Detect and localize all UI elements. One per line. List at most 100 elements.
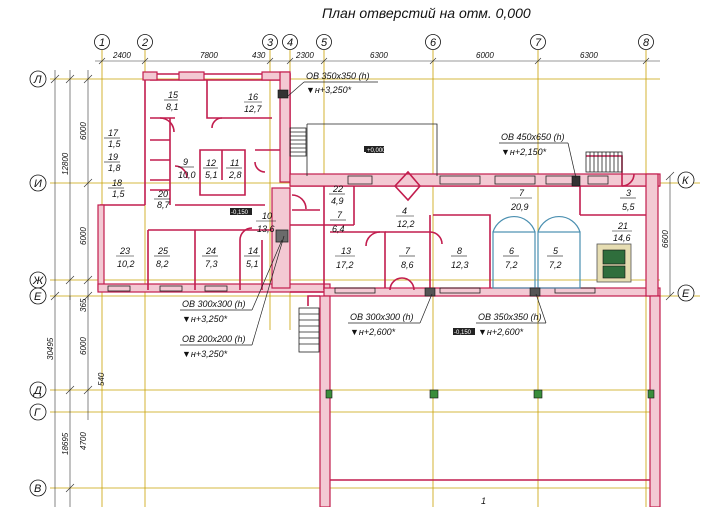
room-area: 2,8 [228,170,242,180]
dimension-text: 7800 [200,51,218,60]
room-number: 5 [553,246,559,256]
room-area: 12,3 [451,260,469,270]
room-number: 15 [168,90,179,100]
room-area: 5,5 [622,202,636,212]
door-swings [159,117,635,291]
level-mark: +0,000 [367,148,386,154]
room-area: 10,0 [178,170,196,180]
opening-elevation: ▼н+3,250* [182,349,228,359]
room-number: 7 [337,210,343,220]
vertical-grid-lines [101,50,647,507]
dimension-text: 6600 [661,230,670,248]
opening-elevation: ▼н+3,250* [182,314,228,324]
opening-callouts: ОВ 350х350 (h) ▼н+3,250* ОВ 450х650 (h) … [180,71,577,359]
room-area: 1,5 [112,189,126,199]
axis-bubbles-right: К Е [677,171,695,302]
room-number: 17 [108,128,119,138]
room-area: 7,2 [549,260,562,270]
room-area: 14,6 [613,233,631,243]
level-mark: -0,150 [454,330,472,336]
room-labels: 15 8,1 16 12,7 17 1,5 19 1,8 18 1,5 9 10… [104,90,636,506]
axis-label: Е [34,291,42,303]
axis-label: 4 [287,37,293,49]
room-number: 3 [626,188,631,198]
windows [107,175,609,294]
room-area: 8,6 [401,260,414,270]
room-number: 23 [119,246,130,256]
axis-label: 7 [535,37,542,49]
opening-label: ОВ 300х300 (h) [182,299,246,309]
opening-label: ОВ 350х350 (h) [478,312,542,322]
axis-label: 2 [141,37,148,49]
room-area: 8,2 [156,259,169,269]
dimension-text: 6300 [370,51,388,60]
room-area: 13,6 [257,224,275,234]
dimension-text: 6300 [580,51,598,60]
axis-label: И [34,178,42,190]
level-marks: +0,000 -0,150 -0,150 [230,146,475,336]
room-number: 13 [341,246,351,256]
drawing-title: План отверстий на отм. 0,000 [322,5,531,21]
room-number: 11 [230,158,239,168]
level-mark: -0,150 [231,210,249,216]
opening-label: ОВ 300х300 (h) [350,312,414,322]
dimension-lines-left: 6000 12800 6000 365 6000 30495 4700 1869… [46,70,106,507]
axis-label: Д [32,385,42,397]
dimension-text: 430 [252,51,266,60]
room-number: 16 [248,92,258,102]
dimension-text: 30495 [46,337,55,360]
room-number: 25 [157,246,169,256]
room-number: 20 [157,189,168,199]
axis-label: 5 [321,37,328,49]
room-area: 1,5 [108,139,122,149]
room-area: 8,1 [166,102,179,112]
room-area: 20,9 [510,202,529,212]
room-area: 17,2 [336,260,354,270]
room-number: 24 [205,246,216,256]
room-area: 12,2 [397,219,415,229]
building-walls [97,71,661,507]
room-number: 18 [112,178,122,188]
axis-label: Ж [32,275,44,287]
room-number: 1 [481,496,486,506]
axis-label: 6 [430,37,437,49]
room-number: 8 [457,246,462,256]
axis-label: К [682,175,689,187]
dimension-text: 2400 [112,51,131,60]
room-number: 19 [108,152,118,162]
dimension-text: 6000 [476,51,494,60]
axis-bubbles-top: 1 2 3 4 5 6 7 8 [94,34,654,50]
room-number: 21 [617,221,628,231]
dimension-text: 540 [97,372,106,386]
dimension-text: 2300 [295,51,314,60]
axis-label: 3 [267,37,274,49]
opening-elevation: ▼н+2,600* [350,327,396,337]
dimension-line-top: 2400 7800 430 2300 6300 6000 6300 [95,51,660,65]
axis-label: 8 [643,37,650,49]
dimension-text: 365 [79,298,88,312]
opening-elevation: ▼н+2,600* [478,327,524,337]
dimension-text: 6000 [79,337,88,355]
room-area: 7,2 [505,260,518,270]
room-number: 6 [509,246,514,256]
room-area: 5,1 [205,170,218,180]
axis-label: В [34,483,41,495]
room-area: 7,3 [205,259,218,269]
dimension-text: 6000 [79,227,88,245]
axis-bubbles-left: Л И Ж Е Д Г В [29,70,47,497]
opening-label: ОВ 350х350 (h) [306,71,370,81]
axis-label: Г [34,407,41,419]
dimension-text: 18695 [61,432,70,455]
dimension-text: 6000 [79,122,88,140]
equipment-blue [492,216,632,289]
room-area: 4,9 [331,196,344,206]
opening-elevation: ▼н+3,250* [306,85,352,95]
room-number: 7 [519,188,525,198]
room-area: 8,7 [157,200,171,210]
room-number: 22 [332,184,343,194]
room-number: 9 [183,157,188,167]
room-area: 12,7 [244,104,263,114]
room-area: 6,4 [332,224,345,234]
dimension-line-right: 6600 [661,171,675,301]
